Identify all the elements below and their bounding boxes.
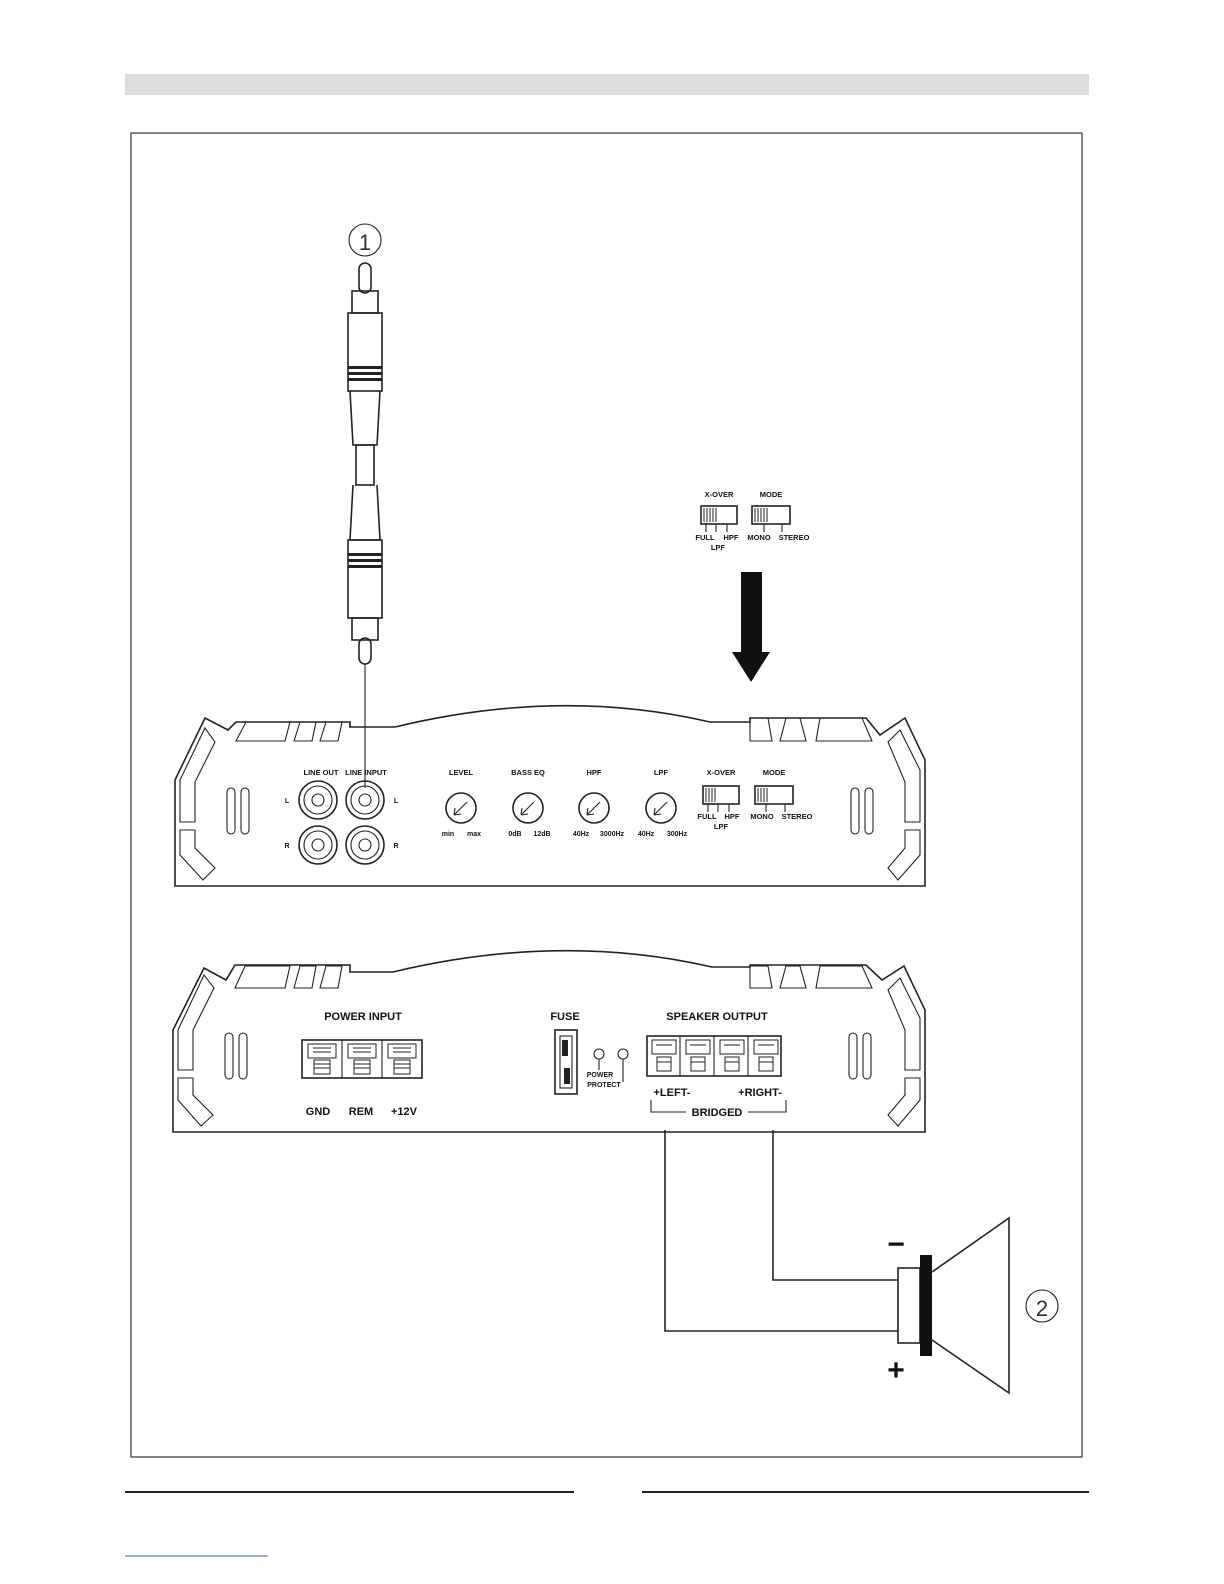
lpf-label: LPF <box>654 768 669 777</box>
front-right-in-label: R <box>393 843 398 850</box>
bass-eq-label: BASS EQ <box>511 768 545 777</box>
speaker-output-label: SPEAKER OUTPUT <box>666 1011 768 1023</box>
level-label: LEVEL <box>449 768 474 777</box>
diagram-frame <box>131 133 1082 1457</box>
line-input-right-jack <box>346 826 384 864</box>
rca-plug-icon <box>348 263 382 664</box>
speaker-minus-label: − <box>887 1228 905 1261</box>
hpf-max-label: 3000Hz <box>600 831 625 838</box>
gnd-label: GND <box>306 1106 331 1118</box>
protect-led <box>618 1049 628 1059</box>
detail-xover-switch <box>701 506 737 524</box>
level-max-label: max <box>467 831 481 838</box>
power-led <box>594 1049 604 1059</box>
negative-speaker-wire <box>773 1130 898 1280</box>
down-arrow-icon <box>732 572 770 682</box>
front-left-in-label: L <box>394 798 399 805</box>
lpf-max-label: 300Hz <box>667 831 688 838</box>
right-output-label: +RIGHT- <box>738 1087 782 1099</box>
hpf-min-label: 40Hz <box>573 831 590 838</box>
speaker-plus-label: + <box>887 1354 905 1387</box>
detail-xover-lpf: LPF <box>711 543 726 552</box>
rear-panel: POWER INPUT GND REM +12V FUSE <box>173 951 925 1132</box>
line-out-left-jack <box>299 781 337 819</box>
front-lpf-switch-label: LPF <box>714 822 729 831</box>
power-input-terminal-block <box>302 1040 422 1078</box>
switch-detail: X-OVER MODE FULL HPF LPF MONO STEREO <box>695 490 809 552</box>
front-xover-label: X-OVER <box>707 768 736 777</box>
front-stereo-label: STEREO <box>782 812 813 821</box>
callout-number-2: 2 <box>1036 1296 1048 1321</box>
detail-xover-title: X-OVER <box>705 490 734 499</box>
hpf-label: HPF <box>587 768 602 777</box>
detail-xover-hpf: HPF <box>724 533 739 542</box>
front-mode-label: MODE <box>763 768 786 777</box>
front-full-label: FULL <box>697 812 717 821</box>
detail-xover-full: FULL <box>695 533 715 542</box>
power-input-label: POWER INPUT <box>324 1011 402 1023</box>
hpf-knob <box>579 793 609 823</box>
rem-label: REM <box>349 1106 373 1118</box>
lpf-min-label: 40Hz <box>638 831 655 838</box>
front-panel: LINE OUT LINE INPUT L L R R LEVEL min ma… <box>175 706 925 886</box>
front-left-out-label: L <box>285 798 290 805</box>
front-hpf-switch-label: HPF <box>725 812 740 821</box>
fuse-holder <box>555 1030 577 1094</box>
detail-mode-mono: MONO <box>747 533 770 542</box>
speaker-output-terminal-block <box>647 1036 781 1076</box>
speaker-icon <box>898 1218 1009 1393</box>
plus-12v-label: +12V <box>391 1106 418 1118</box>
positive-speaker-wire <box>665 1130 898 1331</box>
bridged-label: BRIDGED <box>692 1107 743 1119</box>
front-right-out-label: R <box>284 843 289 850</box>
line-out-right-jack <box>299 826 337 864</box>
level-min-label: min <box>442 831 454 838</box>
fuse-label: FUSE <box>550 1011 579 1023</box>
front-line-out-label: LINE OUT <box>304 768 339 777</box>
bass-eq-min-label: 0dB <box>508 831 521 838</box>
bass-eq-max-label: 12dB <box>533 831 550 838</box>
left-output-label: +LEFT- <box>654 1087 691 1099</box>
power-led-label: POWER <box>587 1072 613 1079</box>
protect-led-label: PROTECT <box>587 1082 621 1089</box>
front-xover-switch <box>703 786 739 804</box>
header-band <box>125 74 1089 95</box>
detail-mode-title: MODE <box>760 490 783 499</box>
lpf-knob <box>646 793 676 823</box>
front-mono-label: MONO <box>750 812 773 821</box>
detail-mode-stereo: STEREO <box>779 533 810 542</box>
bass-eq-knob <box>513 793 543 823</box>
front-line-input-label: LINE INPUT <box>345 768 387 777</box>
level-knob <box>446 793 476 823</box>
callout-number-1: 1 <box>359 230 371 255</box>
